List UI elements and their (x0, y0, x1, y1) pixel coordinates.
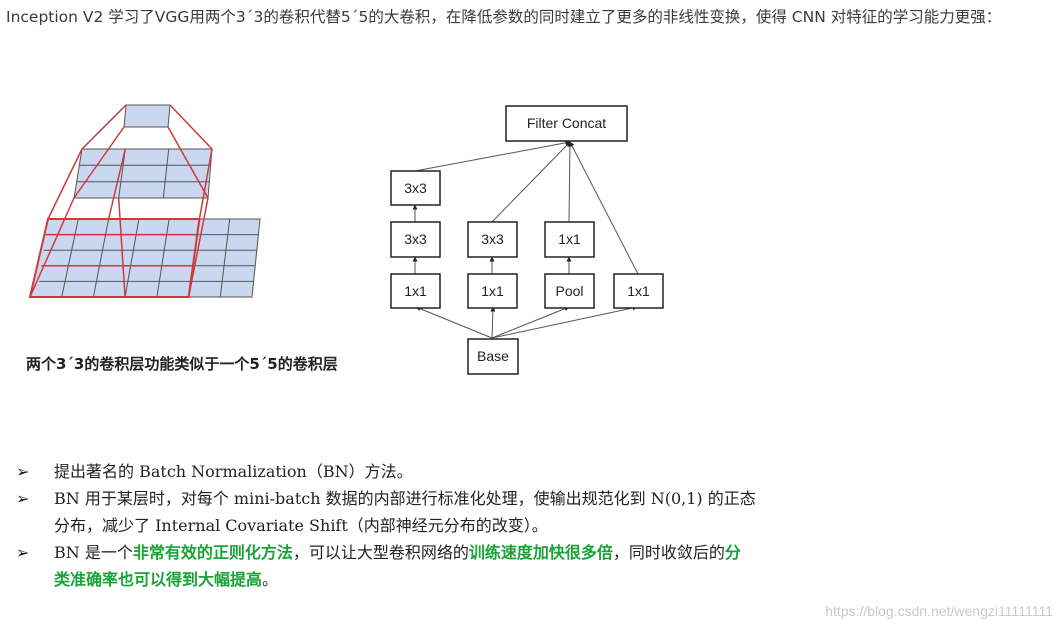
filter-concat-label: Filter Concat (527, 115, 606, 131)
top-cell (123, 104, 171, 128)
bullet-text: BN 用于某层时，对每个 mini-batch 数据的内部进行标准化处理，使输出… (54, 489, 756, 535)
highlight-segment: 训练速度加快很多倍 (468, 543, 613, 562)
intro-paragraph: Inception V2 学习了VGG用两个3´3的卷积代替5´5的大卷积，在降… (6, 8, 1002, 26)
text-segment: 。 (262, 570, 279, 589)
receptive-field-figure (20, 95, 380, 385)
inception-module-figure: Filter Concat 3x3 3x3 1x1 3x3 1x1 1x1 Po… (380, 95, 700, 385)
highlight-segment: 非常有效的正则化方法 (132, 543, 293, 562)
col1-box-top (390, 170, 441, 206)
col2-label-0: 3x3 (481, 231, 504, 247)
arrow-bullet-icon: ➢ (16, 543, 30, 562)
text-segment: ，同时收敛后的 (612, 543, 725, 562)
bullet-text: BN 是一个非常有效的正则化方法，可以让大型卷积网络的训练速度加快很多倍，同时收… (54, 539, 756, 593)
bullet-item: ➢ 提出著名的 Batch Normalization（BN）方法。 (16, 458, 756, 485)
base-box (467, 338, 519, 375)
col1-label-2: 1x1 (404, 283, 427, 299)
bullet-item: ➢ BN 用于某层时，对每个 mini-batch 数据的内部进行标准化处理，使… (16, 485, 756, 539)
text-segment: ，可以让大型卷积网络的 (292, 543, 469, 562)
receptive-field-diagram (28, 104, 261, 298)
arrow-bullet-icon: ➢ (16, 462, 30, 481)
middle-grid (73, 148, 213, 199)
inception-diagram: Filter Concat 3x3 3x3 1x1 3x3 1x1 1x1 Po… (390, 105, 664, 375)
base-label: Base (477, 348, 509, 364)
col3-label-1: Pool (555, 283, 583, 299)
arrow-bullet-icon: ➢ (16, 489, 30, 508)
filter-concat-box (505, 105, 628, 142)
text-segment: BN 是一个 (54, 543, 133, 562)
watermark: https://blog.csdn.net/wengzi11111111 (825, 603, 1053, 619)
bullet-list: ➢ 提出著名的 Batch Normalization（BN）方法。 ➢ BN … (16, 458, 756, 593)
bullet-text: 提出著名的 Batch Normalization（BN）方法。 (54, 462, 413, 481)
col2-label-1: 1x1 (481, 283, 504, 299)
col1-label-1: 3x3 (404, 231, 427, 247)
col3-label-0: 1x1 (558, 231, 581, 247)
highlight-segment: 分类准确率也可以得到大幅提高 (54, 543, 741, 589)
col1-label-0: 3x3 (404, 180, 427, 196)
figure-caption: 两个3´3的卷积层功能类似于一个5´5的卷积层 (26, 355, 338, 373)
bullet-item: ➢ BN 是一个非常有效的正则化方法，可以让大型卷积网络的训练速度加快很多倍，同… (16, 539, 756, 593)
col4-label-0: 1x1 (627, 283, 650, 299)
